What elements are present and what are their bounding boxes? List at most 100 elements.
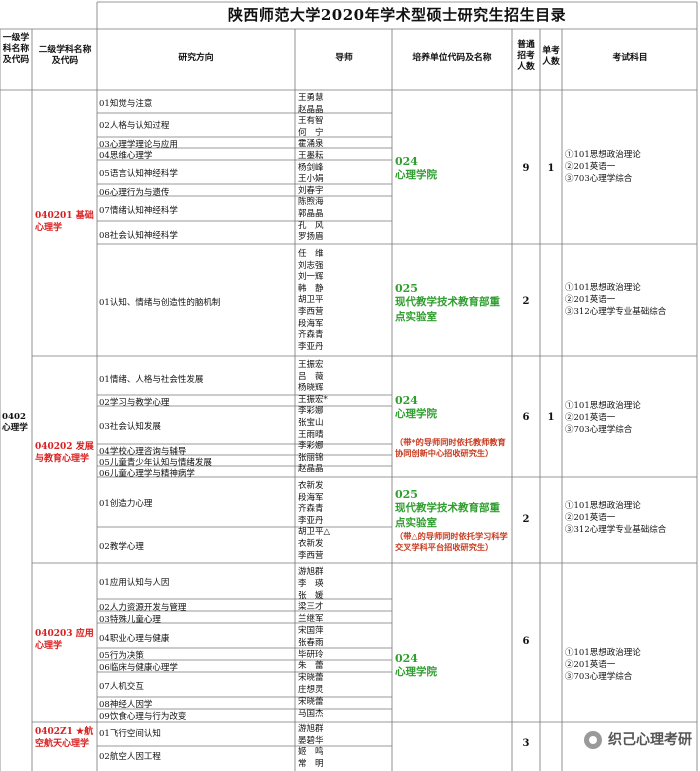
- unit-code: 024: [395, 155, 418, 168]
- exam-subject: ①101思想政治理论: [565, 501, 641, 511]
- header-direction: 研究方向: [178, 53, 214, 63]
- tutor-cell: 李彩娜: [298, 406, 324, 417]
- general-count: 6: [522, 636, 530, 647]
- tutor-cell: 王有智: [298, 116, 324, 127]
- tutor-cell: 晏碧华: [298, 735, 324, 746]
- unit-note: （带△的导师同时依托学习科学交叉学科平台招收研究生）: [395, 531, 508, 552]
- tutor-cell: 朱 蕾: [298, 661, 324, 672]
- header-unit: 培养单位代码及名称: [412, 53, 492, 63]
- tutor-cell: 杨晓辉: [298, 383, 324, 394]
- tutor-cell: 张宝山: [298, 418, 324, 428]
- exam-subject: ③703心理学综合: [565, 425, 633, 435]
- exam-subject: ③703心理学综合: [565, 672, 633, 682]
- direction-cell: 06心理行为与遗传: [99, 188, 170, 198]
- general-count: 6: [522, 412, 530, 423]
- subject-label: 0402Z1 ★航空航天心理学: [35, 727, 94, 749]
- subject-label: 040202 发展与教育心理学: [35, 442, 94, 464]
- general-count: 9: [522, 163, 530, 174]
- exam-subject: ③312心理学专业基础综合: [565, 307, 667, 317]
- unit-note: （带*的导师同时依托教师教育协同创新中心招收研究生）: [395, 437, 506, 458]
- direction-cell: 09饮食心理与行为改变: [99, 712, 187, 722]
- tutor-cell: 宋晓蕾: [298, 696, 324, 707]
- tutor-cell: 齐森青: [298, 504, 324, 515]
- tutor-cell: 陈煦海: [298, 197, 324, 208]
- exam-subject: ③703心理学综合: [565, 174, 633, 184]
- tutor-cell: 王振宏*: [298, 394, 328, 405]
- tutor-cell: 刘一辉: [298, 272, 324, 283]
- subject-label: 040201 基础心理学: [35, 211, 94, 233]
- watermark-text: 织己心理考研: [608, 732, 692, 748]
- general-count: 3: [522, 738, 530, 749]
- tutor-cell: 衣新发: [298, 539, 324, 549]
- tutor-cell: 吕 薇: [298, 371, 324, 382]
- tutor-cell: 霍涌泉: [298, 139, 324, 150]
- unit-code: 025: [395, 488, 418, 501]
- tutor-cell: 常 明: [298, 758, 324, 769]
- general-count: 2: [522, 514, 530, 525]
- direction-cell: 03社会认知发展: [99, 422, 161, 432]
- unit-name: 心理学院: [395, 408, 437, 420]
- tutor-cell: 李 瑛: [298, 578, 324, 589]
- tutor-cell: 韩 静: [298, 283, 324, 294]
- direction-cell: 01认知、情绪与创造性的脑机制: [99, 298, 221, 308]
- page-title: 陕西师范大学2020年学术型硕士研究生招生目录: [227, 6, 567, 24]
- tutor-cell: 张 媛: [298, 590, 324, 601]
- direction-cell: 03特殊儿童心理: [99, 615, 161, 625]
- tutor-cell: 胡卫平: [298, 295, 324, 306]
- tutor-cell: 游旭群: [298, 724, 324, 734]
- tutor-cell: 王墨耘: [298, 151, 324, 161]
- tutor-cell: 王振宏: [298, 360, 324, 370]
- direction-cell: 01知觉与注意: [99, 99, 153, 109]
- exam-subject: ②201英语一: [565, 295, 616, 305]
- tutor-cell: 毕研玲: [298, 649, 324, 660]
- tutor-cell: 宋国萍: [298, 626, 324, 636]
- direction-cell: 01创造力心理: [99, 499, 153, 509]
- direction-cell: 01情绪、人格与社会性发展: [99, 375, 204, 385]
- direction-cell: 04学校心理咨询与辅导: [99, 447, 187, 457]
- direction-cell: 02航空人因工程: [99, 752, 161, 762]
- tutor-cell: 杨剑峰: [298, 162, 324, 173]
- tutor-cell: 王小娟: [298, 174, 324, 185]
- watermark-logo-icon: [584, 731, 602, 749]
- header-general: 普通招考人数: [517, 40, 535, 72]
- unit-name: 心理学院: [395, 169, 437, 181]
- tutor-cell: 段海军: [298, 318, 324, 329]
- unit-name: 现代教学技术教育部重点实验室: [395, 296, 500, 323]
- tutor-cell: 李西营: [298, 307, 324, 317]
- tutor-cell: 郭晶晶: [298, 209, 324, 219]
- exam-subject: ②201英语一: [565, 413, 616, 423]
- tutor-cell: 李彩娜: [298, 441, 324, 452]
- tutor-cell: 胡卫平△: [298, 527, 331, 538]
- tutor-cell: 庄想灵: [298, 685, 324, 695]
- watermark: 织己心理考研: [584, 729, 692, 749]
- tutor-cell: 刘志强: [298, 260, 324, 271]
- header-tutor: 导师: [335, 53, 353, 63]
- direction-cell: 01飞行空间认知: [99, 729, 161, 739]
- tutor-cell: 任 维: [298, 249, 324, 259]
- tutor-cell: 兰继军: [298, 614, 324, 625]
- tutor-cell: 李西营: [298, 550, 324, 561]
- exam-subject: ①101思想政治理论: [565, 648, 641, 658]
- direction-cell: 01应用认知与人因: [99, 578, 170, 588]
- unit-name: 心理学院: [395, 666, 437, 678]
- direction-cell: 05语言认知神经科学: [99, 169, 178, 179]
- tutor-cell: 姬 鸣: [298, 747, 324, 758]
- header-level2: 二级学科名称及代码: [38, 45, 92, 66]
- exam-subject: ②201英语一: [565, 660, 616, 670]
- direction-cell: 05儿童青少年认知与情绪发展: [99, 458, 212, 468]
- direction-cell: 02教学心理: [99, 542, 144, 552]
- tutor-cell: 宋晓蕾: [298, 673, 324, 684]
- unit-code: 024: [395, 652, 418, 665]
- tutor-cell: 赵晶晶: [298, 104, 324, 115]
- general-count: 2: [522, 296, 530, 307]
- tutor-cell: 王勇慧: [298, 93, 324, 103]
- tutor-cell: 张春雨: [298, 637, 324, 648]
- tutor-cell: 段海军: [298, 492, 324, 503]
- tutor-cell: 张丽锦: [298, 452, 324, 463]
- tutor-cell: 何 宁: [298, 127, 324, 138]
- subject-label: 040203 应用心理学: [35, 629, 94, 651]
- tutor-cell: 梁三才: [298, 602, 324, 613]
- direction-cell: 02学习与教学心理: [99, 398, 170, 408]
